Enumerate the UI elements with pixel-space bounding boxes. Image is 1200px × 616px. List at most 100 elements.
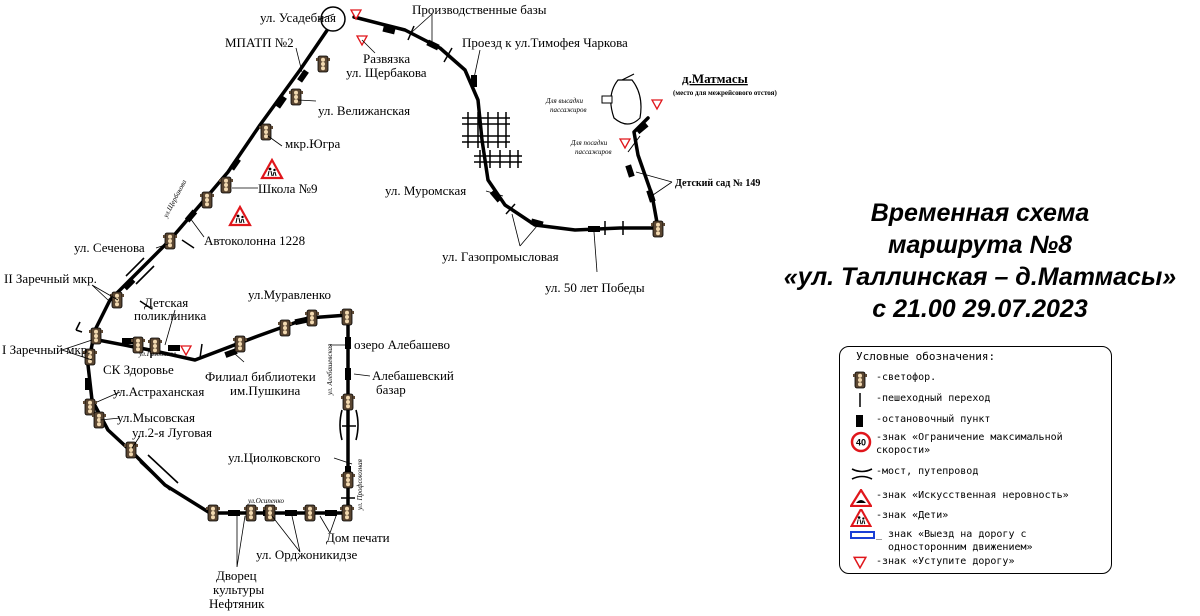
label-lugov: ул.2-я Луговая (132, 425, 212, 440)
traffic-light-icon (205, 504, 221, 522)
label-vysadka: Для высадки (545, 97, 584, 105)
yield-sign-icon (180, 345, 192, 356)
bus-stop (294, 316, 308, 326)
bus-stop (168, 345, 180, 351)
bus-stop (297, 69, 309, 83)
bus-stop (275, 95, 287, 109)
bus-stop-icon (856, 415, 863, 427)
label-gazoprom: ул. Газопромысловая (442, 249, 559, 264)
label-velizh: ул. Велижанская (318, 103, 410, 118)
label-dvorets: Дворец (216, 568, 257, 583)
label-detpol-2: поликлиника (134, 308, 207, 323)
legend-label: _ знак «Выезд на дорогу с односторонним … (876, 529, 1033, 553)
bus-stop (345, 337, 351, 349)
bus-stop (382, 25, 396, 35)
street-profsoyuznaya: ул. Профсоюзная (356, 459, 364, 511)
label-filial-2: им.Пушкина (230, 383, 301, 398)
traffic-light-icon (339, 504, 355, 522)
traffic-light-icon (218, 176, 234, 194)
label-avtokolonna: Автоколонна 1228 (204, 233, 305, 248)
legend-item-one-way: _ знак «Выезд на дорогу с односторонним … (850, 528, 1112, 554)
traffic-light-icon (340, 471, 356, 489)
legend-label: -знак «Уступите дорогу» (876, 556, 1015, 567)
pipeline-crossings (462, 112, 522, 168)
bus-stop (122, 277, 136, 291)
title-line-2: маршрута №8 (887, 231, 1073, 259)
bus-stop (646, 189, 656, 203)
street-gazovikov: ул.Газовиков (138, 350, 176, 358)
matmasy-loop (610, 79, 642, 125)
bus-stop (635, 121, 649, 135)
legend-label: -светофор. (876, 372, 937, 383)
legend: Условные обозначения: -светофор. -пешехо… (839, 346, 1112, 574)
label-filial: Филиал библиотеки (205, 369, 316, 384)
legend-label: -знак «Искусственная неровность» (876, 490, 1069, 501)
children-sign-icon (850, 507, 872, 528)
matmasy-dropoff-marker (601, 95, 613, 104)
label-alebashevo: озеро Алебашево (354, 337, 450, 352)
label-mysov: ул.Мысовская (117, 410, 195, 425)
speed-bump-sign-icon (849, 487, 873, 508)
label-zar1: I Заречный мкр. (2, 342, 91, 357)
label-sechenova: ул. Сеченова (74, 240, 145, 255)
label-razvyazka-2: ул. Щербакова (346, 65, 427, 80)
bus-stop (325, 510, 337, 516)
label-ordzh: ул. Орджоникидзе (256, 547, 358, 562)
bus-stop (345, 368, 351, 380)
label-muravlenko: ул.Муравленко (248, 287, 331, 302)
bus-stop (471, 75, 477, 87)
one-way-sign-icon (850, 531, 875, 539)
label-usadebnaya: ул. Усадебная (260, 10, 336, 25)
bus-stop (224, 348, 238, 358)
traffic-light-icon (315, 55, 331, 73)
label-alebaz-2: базар (376, 382, 406, 397)
bus-stop (530, 218, 544, 228)
children-sign-icon (260, 158, 284, 180)
legend-item-speed-limit: 40 -знак «Ограничение максимальной скоро… (850, 431, 1112, 457)
label-posadka-2: пассажиров (575, 148, 612, 156)
legend-item-speed-bump: -знак «Искусственная неровность» (849, 487, 1112, 508)
traffic-light-icon (162, 232, 178, 250)
label-astrakh: ул.Астраханская (113, 384, 204, 399)
legend-item-yield: -знак «Уступите дорогу» (850, 555, 1112, 573)
legend-label: -знак «Дети» (876, 510, 949, 521)
label-otstoy: (место для межрейсового отстоя) (673, 89, 777, 97)
traffic-light-icon (262, 504, 278, 522)
leader-lines (61, 13, 673, 568)
label-vysadka-2: пассажиров (550, 106, 587, 114)
label-detsad: Детский сад № 149 (675, 178, 760, 189)
speed-limit-sign-icon: 40 (850, 431, 872, 453)
legend-item-children: -знак «Дети» (850, 507, 1112, 528)
label-dvorets-2: культуры (213, 582, 264, 597)
label-muromskaya: ул. Муромская (385, 183, 466, 198)
street-alebashevskaya: ул. Алебашевская (326, 344, 334, 396)
label-detpol: Детская (144, 295, 188, 310)
legend-item-bus-stop: -остановочный пункт (850, 413, 1112, 431)
label-dvorets-3: Нефтяник (209, 596, 265, 611)
map-title: Временная схема маршрута №8 «ул. Таллинс… (760, 197, 1200, 325)
label-proezd: Проезд к ул.Тимофея Чаркова (462, 35, 628, 50)
pedestrian-crossing-icon (859, 393, 861, 407)
label-school9: Школа №9 (258, 181, 318, 196)
traffic-light-icon (123, 441, 139, 459)
label-let50: ул. 50 лет Победы (545, 280, 645, 295)
title-line-1: Временная схема (870, 199, 1090, 227)
legend-label: -пешеходный переход (876, 393, 991, 404)
label-posadka: Для посадки (570, 139, 608, 147)
legend-label: -мост, путепровод (876, 466, 979, 477)
yield-sign-icon (619, 138, 631, 149)
street-scherbakova: ул.Щербакова (161, 178, 188, 220)
yield-sign-icon (651, 99, 663, 110)
bus-stop (228, 510, 240, 516)
traffic-light-icon (88, 327, 104, 345)
bridge-icon (851, 468, 873, 480)
legend-item-crossing: -пешеходный переход (850, 392, 1112, 410)
traffic-light-icon (340, 393, 356, 411)
bus-stop (625, 164, 635, 178)
bus-stop (426, 39, 440, 51)
bus-stop (184, 209, 198, 223)
traffic-light-icon (650, 220, 666, 238)
bus-stop (122, 338, 134, 344)
bus-stop (85, 378, 91, 390)
